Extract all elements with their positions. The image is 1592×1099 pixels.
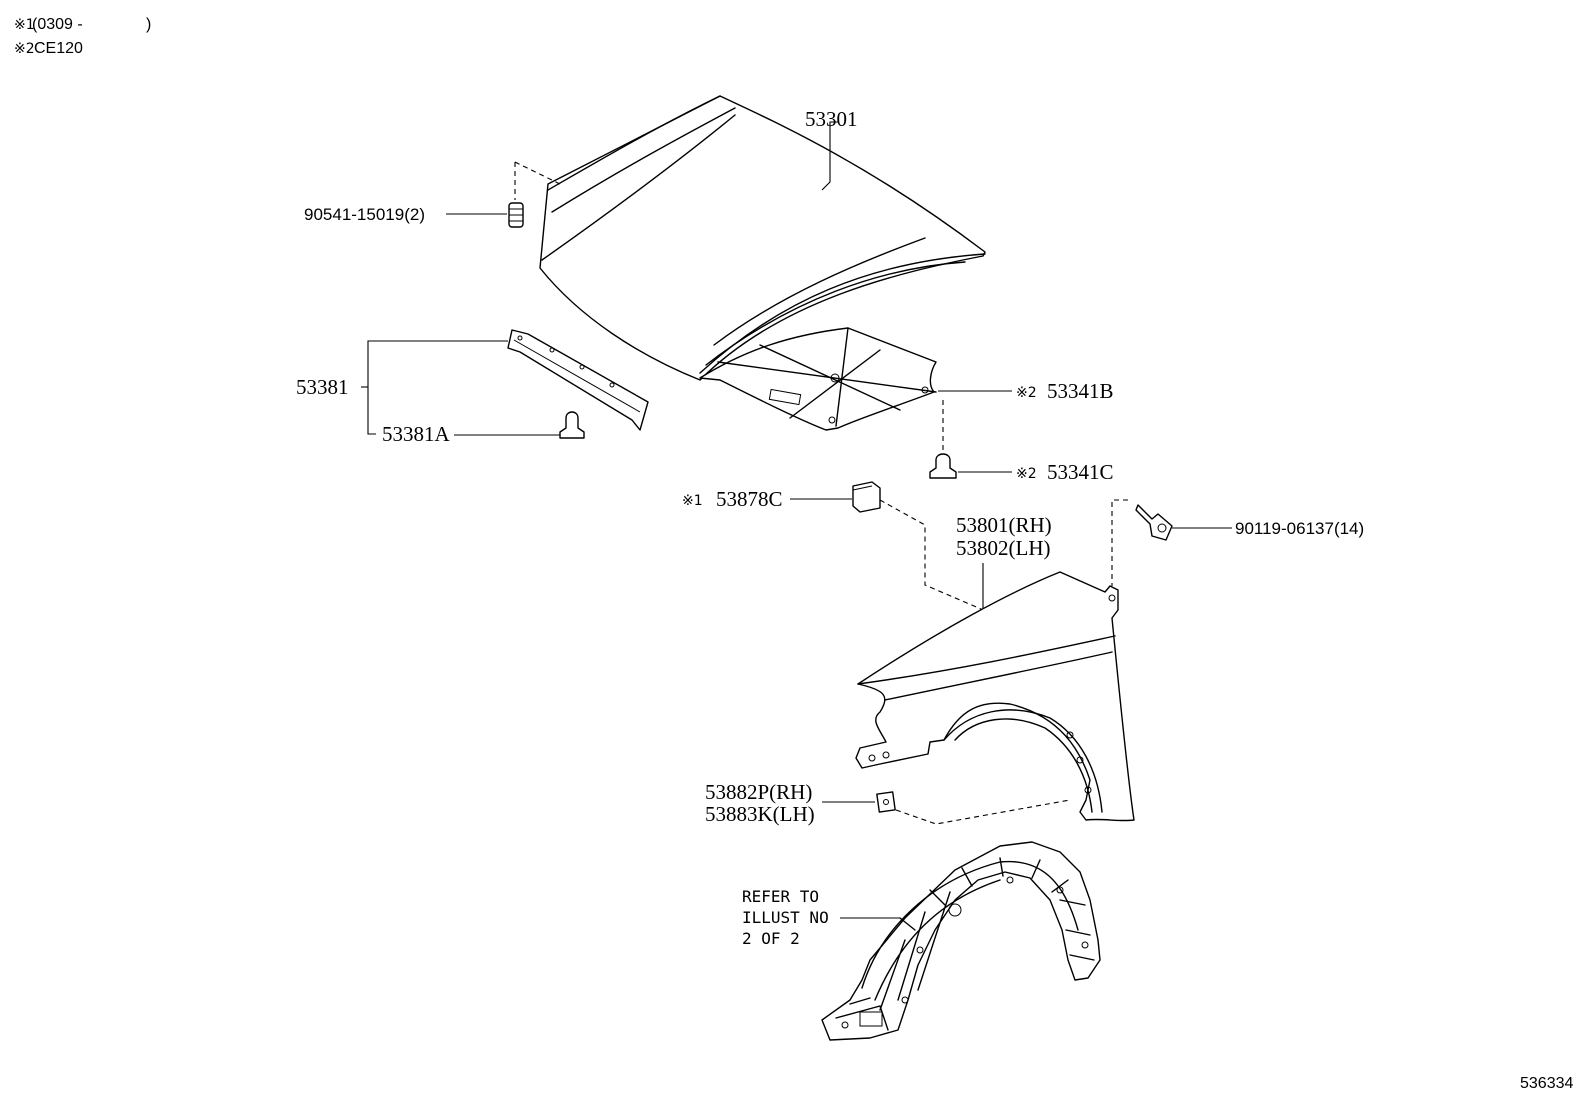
fender-liner-part: REFER TO ILLUST NO 2 OF 2 xyxy=(742,841,1101,1041)
label-fender-clip-mark: ※1 xyxy=(682,493,703,509)
stud-part: 90541-15019(2) xyxy=(304,161,561,228)
fender-part: 53801(RH) 53802(LH) xyxy=(855,513,1135,822)
label-hood-seal-clip: 53381A xyxy=(382,422,451,446)
label-refer-line1: REFER TO xyxy=(742,887,819,906)
label-fender-clip: 53878C xyxy=(716,487,783,511)
label-stud: 90541-15019(2) xyxy=(304,205,425,224)
label-fender-rh: 53801(RH) xyxy=(956,513,1052,537)
notes-block: ※1 (0309 - ) ※2 CE120 xyxy=(14,16,151,57)
insulator-part: ※2 53341B ※2 53341C xyxy=(929,379,1114,484)
label-insulator-mark: ※2 xyxy=(1016,385,1037,401)
label-hood: 53301 xyxy=(805,107,858,131)
note-2-mark: ※2 xyxy=(14,41,35,57)
label-seal-lh: 53883K(LH) xyxy=(705,802,815,826)
note-1-mark: ※1 xyxy=(14,17,35,33)
fender-seal-part: 53882P(RH) 53883K(LH) xyxy=(705,780,1071,826)
fender-clip-part: ※1 53878C xyxy=(682,481,989,613)
label-seal-rh: 53882P(RH) xyxy=(705,780,812,804)
label-refer-line3: 2 OF 2 xyxy=(742,929,800,948)
note-1-text: (0309 - xyxy=(32,16,83,33)
label-insulator: 53341B xyxy=(1047,379,1114,403)
label-insulator-clip-mark: ※2 xyxy=(1016,466,1037,482)
note-2-text: CE120 xyxy=(34,40,83,57)
figure-number: 536334 xyxy=(1520,1075,1573,1092)
hood-part: 53301 xyxy=(539,95,986,431)
hood-seal-part: 53381 53381A xyxy=(296,329,649,446)
bolt-part: 90119-06137(14) xyxy=(1111,499,1364,586)
label-fender-lh: 53802(LH) xyxy=(956,536,1050,560)
label-insulator-clip: 53341C xyxy=(1047,460,1114,484)
note-1-close: ) xyxy=(146,16,151,33)
label-refer-line2: ILLUST NO xyxy=(742,908,829,927)
label-hood-seal: 53381 xyxy=(296,375,349,399)
label-bolt: 90119-06137(14) xyxy=(1235,519,1364,538)
